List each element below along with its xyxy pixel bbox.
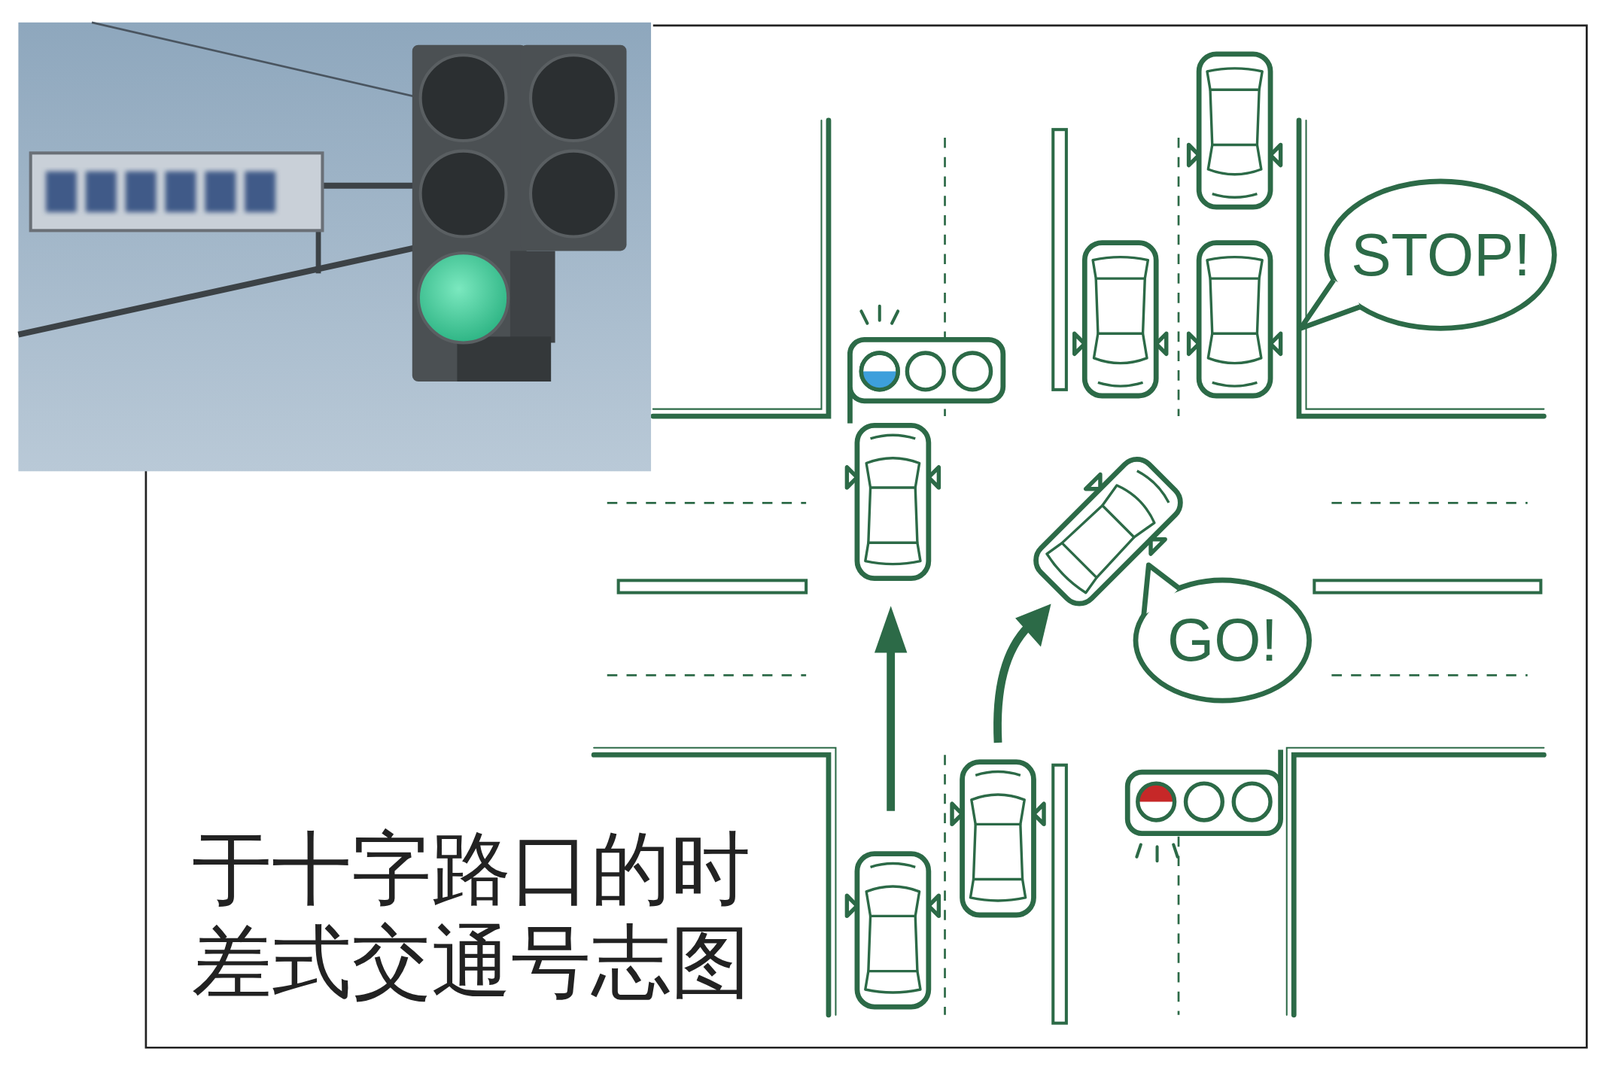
traffic-signal-photo	[510, 250, 556, 343]
traffic-signal-photo	[18, 22, 651, 472]
lane-marking	[1177, 137, 1181, 417]
bubble-text: GO!	[1167, 607, 1278, 674]
traffic-light-red	[1233, 783, 1271, 821]
median-strip	[618, 129, 1542, 1024]
direction-arrow	[874, 605, 907, 653]
traffic-signal-photo	[30, 152, 323, 231]
car	[1021, 444, 1195, 618]
traffic-signal-photo	[45, 171, 276, 213]
speech-bubble: STOP!	[1323, 178, 1558, 332]
road-edge	[1293, 754, 1544, 1016]
traffic-light-red	[1186, 783, 1223, 821]
median-strip	[618, 580, 807, 593]
traffic-signal-photo	[125, 171, 157, 213]
direction-arrow	[886, 644, 895, 812]
traffic-signal-photo	[85, 171, 117, 213]
traffic-signal-photo	[418, 252, 508, 343]
car	[952, 762, 1044, 916]
direction-arrow	[1015, 604, 1051, 648]
traffic-signal-photo	[244, 171, 276, 213]
car	[846, 54, 1281, 1007]
bubble-outline	[1326, 181, 1555, 329]
traffic-light-blue	[860, 306, 898, 324]
traffic-signal-photo	[45, 171, 77, 213]
traffic-signal-photo	[18, 244, 429, 335]
median-strip	[1052, 765, 1067, 1024]
road-edge	[653, 120, 822, 410]
traffic-signal-photo	[18, 22, 651, 472]
traffic-signal-photo	[530, 151, 617, 238]
lane-marking	[1331, 501, 1527, 505]
traffic-signal-photo	[530, 54, 617, 141]
car	[846, 854, 939, 1007]
car	[1189, 54, 1281, 207]
car	[1189, 243, 1281, 396]
traffic-signal-photo	[420, 54, 507, 141]
median-strip	[1314, 580, 1541, 593]
median-strip	[1052, 129, 1067, 390]
lane-marking	[1331, 674, 1527, 677]
lane-marking	[943, 754, 947, 1016]
figure-caption: 于十字路口的时 差式交通号志图	[191, 822, 799, 1010]
traffic-light-blue	[849, 339, 1003, 401]
lane-marking	[607, 501, 807, 505]
direction-arrow	[997, 626, 1029, 743]
bubble-text: STOP!	[1350, 222, 1531, 289]
car	[1074, 243, 1167, 396]
traffic-signal-photo	[165, 171, 197, 213]
traffic-signal-photo	[420, 151, 507, 238]
road-edge	[653, 120, 829, 417]
traffic-light-red	[1136, 844, 1178, 861]
lane-marking	[1177, 836, 1181, 1016]
traffic-signal-photo	[412, 45, 527, 382]
traffic-light-red	[1127, 749, 1281, 861]
traffic-light-red	[1127, 772, 1281, 834]
traffic-signal-photo	[306, 182, 429, 189]
traffic-signal-photo	[205, 171, 237, 213]
traffic-light-red	[1137, 783, 1175, 821]
traffic-light-blue	[954, 352, 992, 390]
traffic-light-blue	[849, 306, 1003, 424]
traffic-light-blue	[860, 352, 898, 390]
traffic-signal-photo	[91, 22, 439, 103]
road-edge	[1286, 748, 1545, 1016]
traffic-light-blue	[860, 352, 898, 390]
car	[846, 425, 939, 578]
traffic-light-blue	[906, 352, 944, 390]
lane-marking	[607, 674, 807, 677]
speech-bubble: GO!	[1132, 577, 1313, 704]
traffic-signal-photo	[520, 45, 627, 252]
